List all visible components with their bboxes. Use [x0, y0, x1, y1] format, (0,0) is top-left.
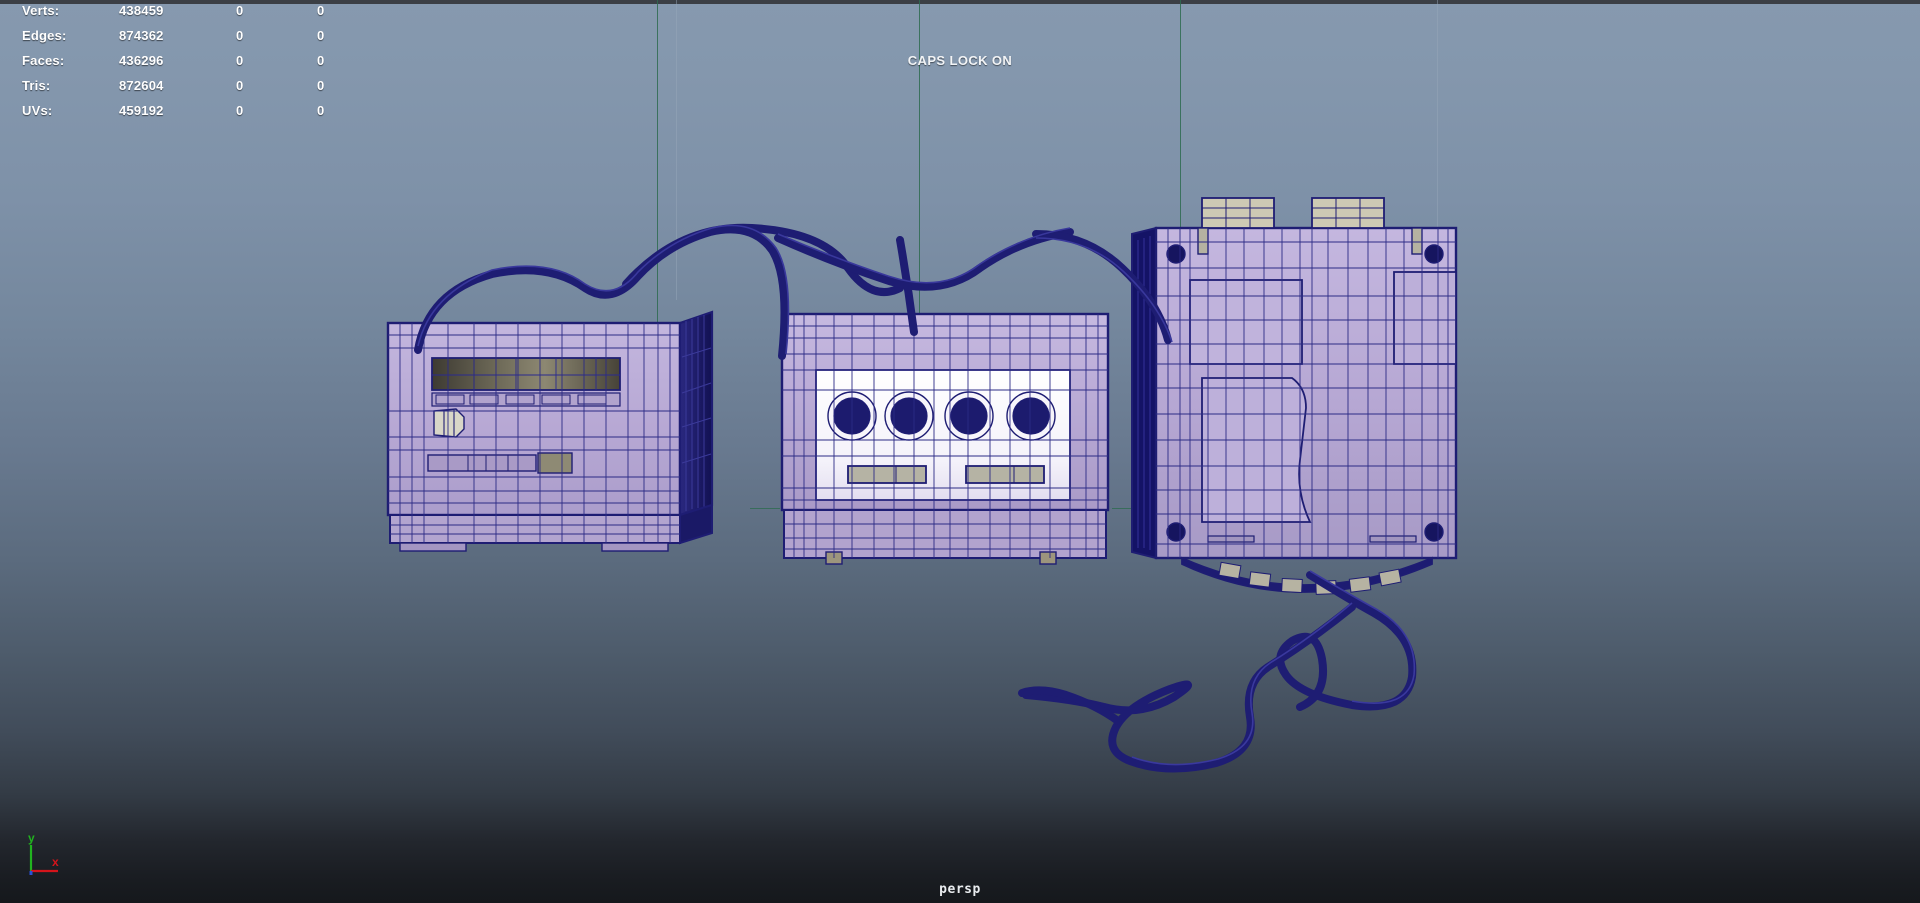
model-cable-upper[interactable] — [380, 210, 1440, 360]
hud-edges-total: 874362 — [119, 28, 164, 43]
model-speaker-center[interactable] — [778, 308, 1118, 573]
svg-text:x: x — [52, 855, 59, 869]
hud-faces-selected: 0 — [236, 53, 244, 68]
hud-edges-selected: 0 — [236, 28, 244, 43]
hud-label-faces: Faces: — [22, 53, 65, 68]
hud-uvs-other: 0 — [317, 103, 325, 118]
grid-line-vertical — [1437, 0, 1438, 260]
y-axis-icon: y — [28, 831, 35, 871]
model-boombox-left[interactable] — [386, 310, 756, 575]
grid-line-horizontal — [750, 508, 780, 509]
svg-text:y: y — [28, 831, 35, 845]
hud-edges-other: 0 — [317, 28, 325, 43]
caps-lock-indicator: CAPS LOCK ON — [907, 53, 1013, 68]
hud-verts-selected: 0 — [236, 3, 244, 18]
grid-line-vertical — [1180, 0, 1181, 230]
hud-label-tris: Tris: — [22, 78, 51, 93]
model-cable-lower[interactable] — [1000, 555, 1460, 785]
hud-uvs-selected: 0 — [236, 103, 244, 118]
hud-tris-total: 872604 — [119, 78, 164, 93]
model-console-right[interactable] — [1122, 192, 1482, 595]
hud-faces-total: 436296 — [119, 53, 164, 68]
hud-label-edges: Edges: — [22, 28, 67, 43]
grid-line-vertical — [676, 0, 677, 300]
hud-uvs-total: 459192 — [119, 103, 164, 118]
hud-faces-other: 0 — [317, 53, 325, 68]
hud-verts-total: 438459 — [119, 3, 164, 18]
viewport-top-border — [0, 0, 1920, 4]
hud-label-verts: Verts: — [22, 3, 60, 18]
x-axis-icon: x — [31, 855, 59, 873]
hud-tris-other: 0 — [317, 78, 325, 93]
grid-line-vertical — [919, 0, 920, 515]
hud-label-uvs: UVs: — [22, 103, 53, 118]
grid-line-horizontal — [1112, 508, 1134, 509]
hud-verts-other: 0 — [317, 3, 325, 18]
camera-name-label: persp — [939, 882, 981, 897]
hud-tris-selected: 0 — [236, 78, 244, 93]
axis-orientation-gizmo[interactable]: y x — [22, 829, 82, 885]
